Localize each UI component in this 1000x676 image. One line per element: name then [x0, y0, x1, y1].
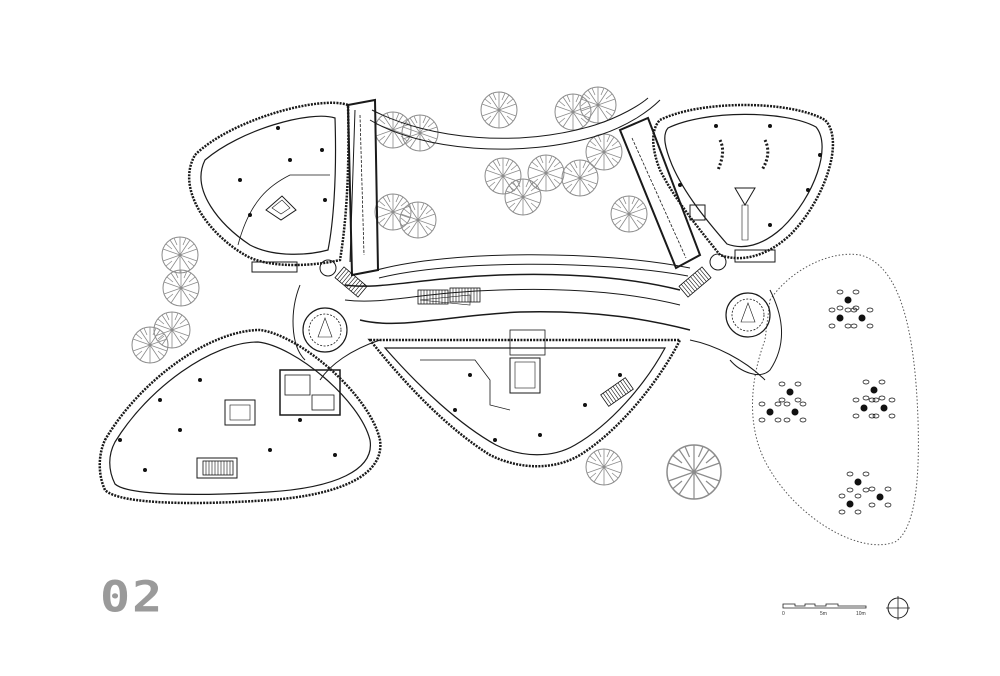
tree-icon [585, 133, 623, 171]
tree-icon [484, 157, 522, 195]
west-wing [346, 98, 380, 277]
connecting-corridor [344, 273, 691, 331]
scale-bar: 0 5m 10m [782, 603, 867, 617]
tree-icon [666, 444, 722, 500]
tree-icon [585, 448, 623, 486]
vertical-circulation [251, 249, 776, 416]
tree-icon [161, 236, 199, 274]
tree-icon [399, 201, 437, 239]
building-outline [98, 98, 835, 505]
pod-south-central [367, 329, 683, 468]
east-wing [618, 116, 702, 270]
tree-icon [374, 111, 412, 149]
scale-label-0: 0 [782, 611, 785, 617]
tree-icon [480, 91, 518, 129]
tree-icon [162, 269, 200, 307]
terrace-boundary [752, 253, 919, 546]
tree-icon [554, 93, 592, 131]
circular-drums [302, 253, 771, 353]
pod-northeast [652, 103, 835, 260]
tree-icon [504, 178, 542, 216]
garden-paths [369, 97, 691, 279]
pod-southwest [98, 328, 382, 505]
tree-icon [610, 195, 648, 233]
scale-label-5m: 5m [820, 611, 827, 617]
sheet-number: 02 [100, 572, 165, 622]
north-arrow-icon [886, 596, 910, 620]
scale-label-10m: 10m [856, 611, 866, 617]
tree-icon [579, 86, 617, 124]
plaza-outline [292, 284, 783, 381]
tree-icon [401, 114, 439, 152]
tree-icon [527, 154, 565, 192]
cafe-seating [758, 289, 896, 515]
pod-northwest [188, 101, 350, 267]
